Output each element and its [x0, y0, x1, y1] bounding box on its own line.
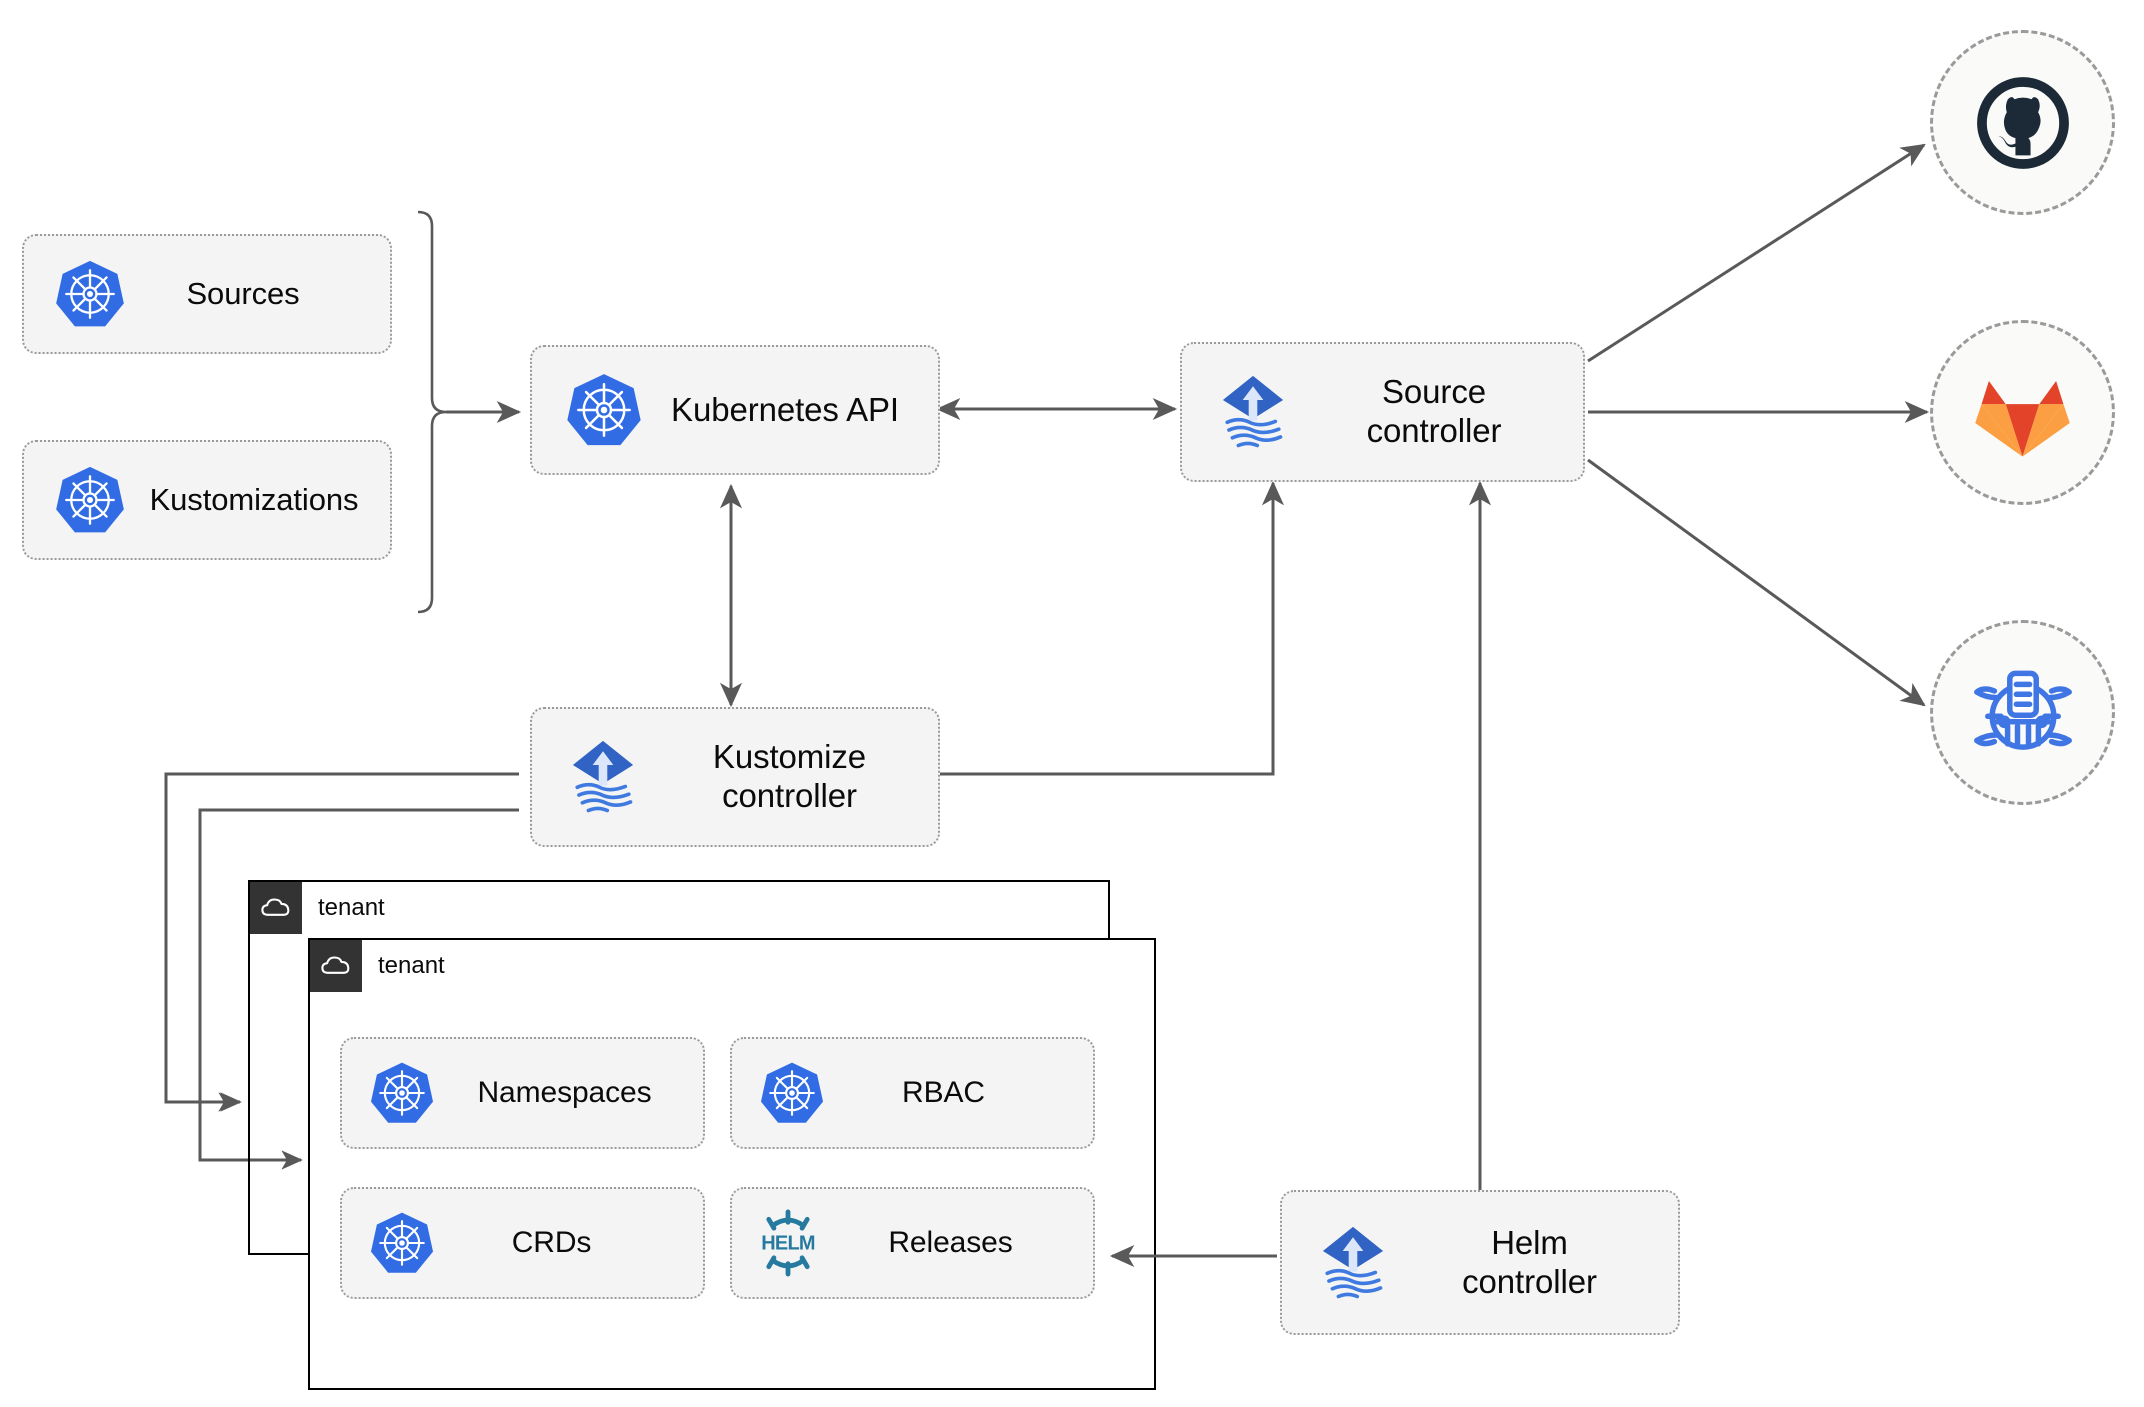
edge-source-controller-to-bucket [1587, 458, 1926, 707]
kubernetes-icon [750, 1060, 834, 1126]
cloud-icon [250, 882, 302, 934]
edge-kustomize-to-source-controller [938, 480, 1285, 776]
node-releases-label: Releases [888, 1226, 1013, 1260]
kubernetes-icon [360, 1210, 444, 1276]
node-kubernetes-api-label: Kubernetes API [671, 390, 899, 428]
flux-icon [1200, 369, 1305, 455]
node-kustomize-controller[interactable]: Kustomize controller [530, 707, 940, 847]
tenant-inner-label: tenant [378, 952, 445, 979]
node-kustomize-controller-label: Kustomize controller [712, 738, 867, 814]
helm-icon: HELM [746, 1206, 830, 1280]
node-kubernetes-api[interactable]: Kubernetes API [530, 345, 940, 475]
node-crds[interactable]: CRDs [340, 1187, 705, 1299]
node-namespaces-label: Namespaces [477, 1076, 652, 1110]
svg-text:HELM: HELM [761, 1233, 815, 1255]
gitlab-icon [1975, 381, 2070, 457]
kubernetes-icon [360, 1060, 444, 1126]
node-rbac[interactable]: RBAC [730, 1037, 1095, 1149]
node-gitlab[interactable] [1930, 320, 2115, 505]
node-rbac-label: RBAC [902, 1076, 985, 1110]
node-crds-label: CRDs [511, 1226, 592, 1260]
node-sources[interactable]: Sources [22, 234, 392, 354]
edge-source-controller-to-github [1587, 143, 1926, 363]
node-sources-label: Sources [186, 275, 300, 311]
kubernetes-icon [44, 464, 136, 536]
flux-icon [1300, 1220, 1405, 1306]
flux-icon [550, 734, 655, 820]
edge-resources-bracket [417, 210, 447, 614]
node-namespaces[interactable]: Namespaces [340, 1037, 705, 1149]
node-kustomizations-label: Kustomizations [149, 481, 359, 517]
kubernetes-icon [554, 371, 654, 449]
tenant-inner-header: tenant [310, 940, 445, 992]
node-github[interactable] [1930, 30, 2115, 215]
tenant-inner-container[interactable]: tenant [308, 938, 1156, 1390]
node-helm-controller-label: Helm controller [1462, 1223, 1597, 1300]
node-source-controller[interactable]: Source controller [1180, 342, 1585, 482]
node-releases[interactable]: HELM Releases [730, 1187, 1095, 1299]
kubernetes-icon [44, 258, 136, 330]
node-helm-controller[interactable]: Helm controller [1280, 1190, 1680, 1335]
tenant-outer-label: tenant [318, 894, 385, 921]
node-bucket[interactable] [1930, 620, 2115, 805]
github-icon [1976, 76, 2069, 169]
helm-repository-icon [1973, 670, 2072, 750]
node-source-controller-label: Source controller [1366, 373, 1502, 449]
cloud-icon [310, 940, 362, 992]
tenant-outer-header: tenant [250, 882, 385, 934]
node-kustomizations[interactable]: Kustomizations [22, 440, 392, 560]
